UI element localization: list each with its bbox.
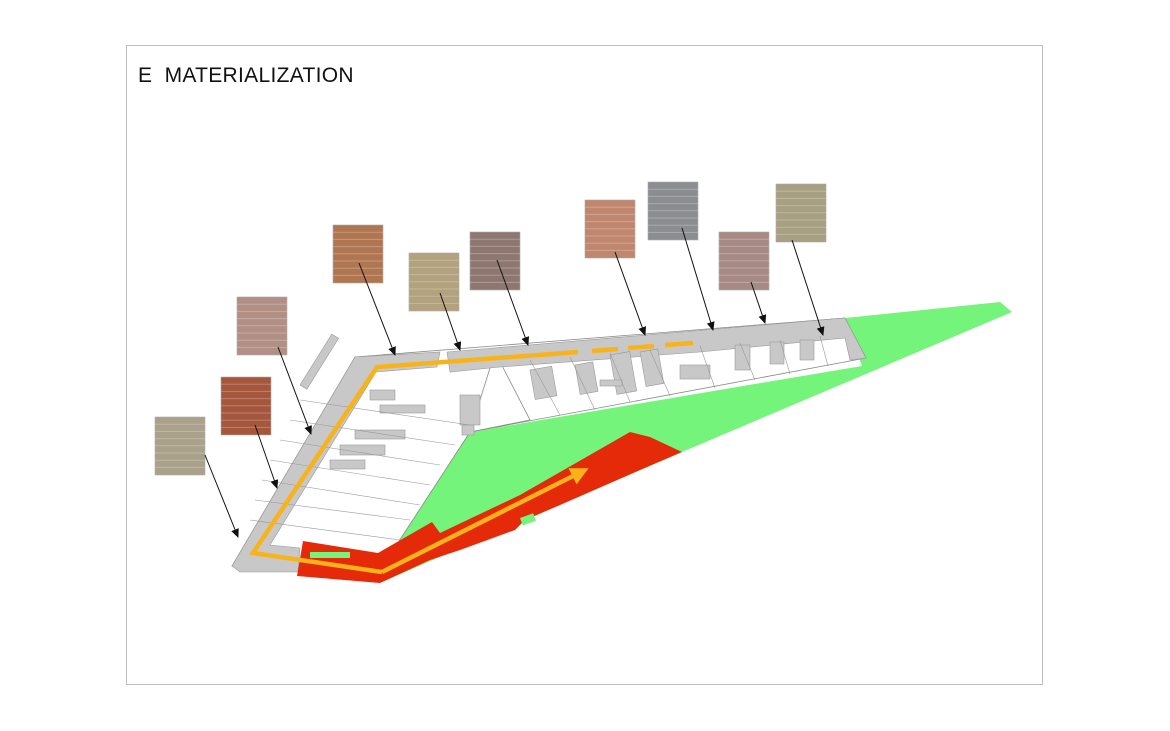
green-patch <box>520 513 536 526</box>
material-swatch-beige-brick-plaster <box>154 416 206 476</box>
pointer-arrow <box>750 281 767 324</box>
drawing-frame <box>126 45 1043 685</box>
material-swatch-beige-brick-plaster <box>775 183 827 243</box>
material-swatch-orange-brick <box>332 224 384 284</box>
pointer-arrow <box>277 346 312 435</box>
pointer-arrow <box>614 251 647 336</box>
green-patch <box>310 552 350 558</box>
material-swatch-mauve-brick <box>718 231 770 291</box>
material-swatch-yellow-brick <box>408 252 460 312</box>
pointer-arrow <box>496 259 530 346</box>
pointer-arrow <box>681 227 715 331</box>
pointer-arrow <box>204 454 239 538</box>
pointer-arrow <box>254 424 279 489</box>
facade-band <box>231 317 867 573</box>
material-swatch-salmon-brick <box>584 199 636 259</box>
pointer-arrow <box>358 262 396 356</box>
material-swatch-gray-pink-brick <box>469 231 521 291</box>
orange-path <box>249 340 694 575</box>
pointer-arrow <box>791 239 825 336</box>
courtyard-notch <box>469 350 531 433</box>
material-swatch-gray-brick <box>647 181 699 241</box>
material-swatch-pink-brick <box>236 296 288 356</box>
pointer-arrow <box>439 292 462 351</box>
material-swatch-red-brick <box>220 376 272 436</box>
page-title: E MATERIALIZATION <box>138 64 354 87</box>
